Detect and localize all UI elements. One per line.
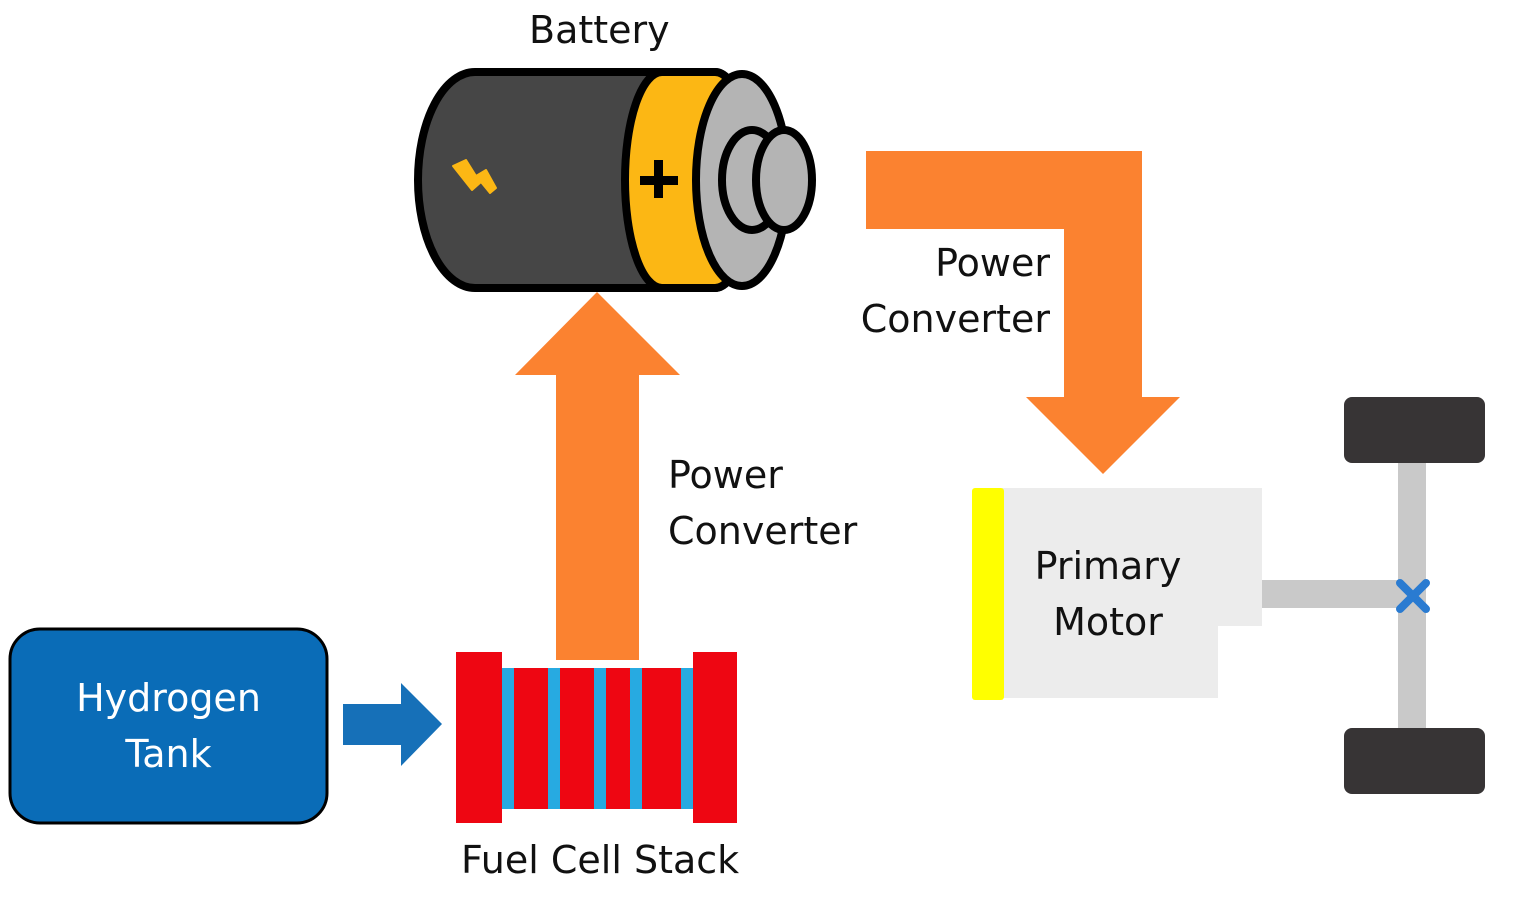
fuel-cell-end-plate-left <box>456 652 502 823</box>
fuel-cell-end-plate-right <box>693 652 737 823</box>
power-converter-label-middle-line2: Converter <box>668 509 858 553</box>
primary-motor-label-line2: Motor <box>1053 600 1163 644</box>
drive-shaft <box>1262 580 1412 608</box>
fuel-cell-membrane <box>630 668 642 809</box>
fuel-cell-membrane <box>681 668 693 809</box>
hydrogen-tank-box <box>8 627 329 825</box>
fuel-cell-stack <box>456 652 737 823</box>
lightning-bolt-icon <box>452 159 497 194</box>
power-converter-label-top: Power Converter <box>850 235 1050 347</box>
hydrogen-tank-label-line2: Tank <box>125 732 212 776</box>
power-converter-label-middle-line1: Power <box>668 453 783 497</box>
wheel-bottom <box>1344 728 1485 794</box>
fuel-cell-membrane <box>502 668 514 809</box>
fuel-cell-stack-label: Fuel Cell Stack <box>461 838 740 882</box>
hydrogen-tank-label-line1: Hydrogen <box>76 676 261 720</box>
primary-motor-label-line1: Primary <box>1034 544 1182 588</box>
hydrogen-flow-arrow <box>343 683 442 766</box>
power-converter-label-top-line2: Converter <box>860 297 1050 341</box>
hydrogen-tank-label: Hydrogen Tank <box>10 670 327 782</box>
battery-terminal-inner <box>752 126 816 234</box>
fuel-cell-membrane <box>548 668 560 809</box>
fuel-cell-membrane <box>594 668 606 809</box>
power-converter-arrow-middle <box>515 292 680 660</box>
battery-icon <box>414 68 816 292</box>
battery-label: Battery <box>529 8 670 52</box>
motor-body <box>1002 488 1262 698</box>
motor-flange <box>972 488 1004 700</box>
primary-motor <box>972 488 1262 700</box>
primary-motor-label: Primary Motor <box>1008 538 1208 650</box>
wheel-top <box>1344 397 1485 463</box>
power-converter-label-middle: Power Converter <box>668 447 857 559</box>
power-converter-label-top-line1: Power <box>935 241 1050 285</box>
plus-icon <box>640 160 678 198</box>
power-converter-arrow-top <box>866 151 1180 474</box>
x-mark-icon <box>1396 579 1430 613</box>
